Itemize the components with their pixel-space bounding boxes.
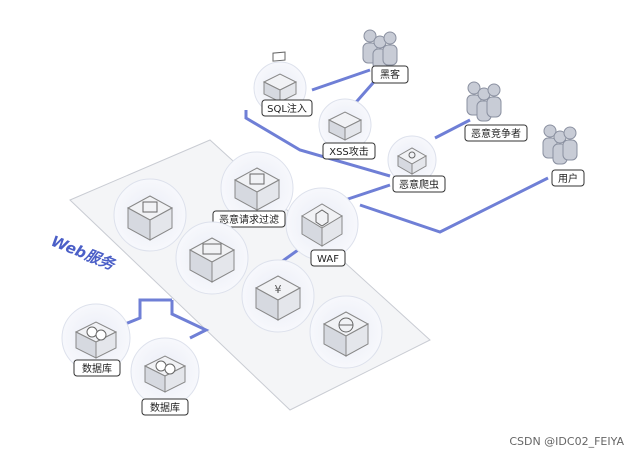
crawler-label: 恶意爬虫 [399,178,439,191]
server-icon [233,167,281,211]
filter-node [220,151,294,225]
filter-label: 恶意请求过滤 [219,213,279,226]
svg-text:¥: ¥ [275,283,282,296]
watermark: CSDN @IDC02_FEIYA [509,435,624,448]
sql-label: SQL注入 [267,102,307,115]
flow-hacker-sql [311,68,371,92]
server-node-2 [175,221,249,295]
xss-node [318,98,372,152]
flow-attack-merge [244,110,391,178]
db1-label-box [73,359,121,377]
filter-label-box [212,210,286,228]
flow-user-waf [359,176,549,234]
server-icon [126,195,174,241]
crawler-node [387,135,437,185]
web-service-label: Web服务 [49,232,119,274]
flow-web-db2 [170,300,210,340]
xss-label: XSS攻击 [329,145,369,158]
flow-lines [119,68,549,340]
flow-competitor-crawler [434,118,471,140]
competitor-label: 恶意竞争者 [471,127,521,140]
database-icon [74,321,118,359]
hacker-label-box [371,65,409,84]
flow-crawler-waf [344,183,391,202]
server-icon [188,237,236,283]
db2-label: 数据库 [150,401,180,414]
database-icon [143,355,187,393]
waf-label: WAF [317,254,339,265]
payment-node: ¥ [241,259,315,333]
sql-icon [262,51,298,103]
xss-icon [327,111,363,141]
competitor-label-box [464,124,528,142]
xss-label-box [322,142,376,160]
db2-label-box [141,398,189,416]
flow-web-db1 [119,298,172,328]
globe-icon [322,311,370,357]
sql-label-box [261,99,313,117]
globe-node [309,295,383,369]
user-label-box [551,169,585,187]
shield-icon [301,203,343,247]
server-node-1 [113,178,187,252]
waf-label-box [310,249,346,267]
waf-node [285,187,359,261]
bug-icon [396,147,428,175]
database-node-1 [61,303,131,373]
db1-label: 数据库 [82,362,112,375]
user-label: 用户 [558,172,578,185]
crawler-label-box [392,175,446,193]
hacker-label: 黑客 [380,68,400,81]
people-icon [542,124,578,165]
people-icon [362,29,398,70]
people-icon [466,81,502,122]
database-node-2 [130,337,200,407]
yen-icon: ¥ [254,275,302,321]
